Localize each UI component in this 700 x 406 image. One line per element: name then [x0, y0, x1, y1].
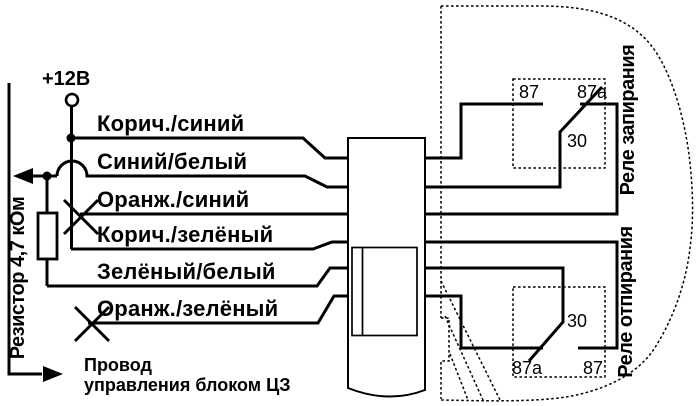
x-cut-icon [73, 305, 111, 343]
control-wire-caption-line1: Провод [84, 355, 153, 375]
wire-label: Корич./зелёный [97, 222, 273, 247]
cut-marks [62, 198, 111, 343]
unlock-relay-pin-87: 87 [583, 358, 603, 378]
wire-label: Оранж./зелёный [97, 296, 278, 321]
wire-zelenyi-belyi [47, 266, 349, 288]
lock-relay-87-wire [424, 102, 543, 160]
resistor-label: Резистор 4,7 кОм [7, 197, 29, 360]
unlock-relay-pin-30: 30 [567, 311, 587, 331]
hatch-line [440, 280, 501, 401]
unlock-relay-87a-wire [424, 294, 543, 350]
harness-wires [47, 136, 349, 325]
wire-label: Зелёный/белый [97, 259, 276, 284]
wire-label: Оранж./синий [97, 187, 249, 212]
unlock-relay-87-wire [424, 240, 619, 350]
hatch-line [444, 315, 484, 401]
lock-relay-title: Реле запирания [617, 45, 639, 196]
control-wire-caption-line2: управления блоком ЦЗ [84, 375, 291, 395]
plus-12v-terminal [64, 92, 80, 108]
door-outline-curve [440, 5, 694, 402]
wire-label: Корич./синий [97, 111, 244, 136]
control-wire-arrow-icon [43, 366, 63, 382]
lock-relay-30-arm [424, 85, 604, 189]
wire-siniy-belyi [55, 159, 349, 189]
hatch-line [449, 353, 469, 401]
junction-dot [42, 171, 52, 181]
relay-wires [424, 85, 619, 362]
wire-label: Синий/белый [97, 149, 247, 174]
resistor-symbol [36, 211, 59, 261]
wire-oranzh-zelenyi [88, 294, 349, 325]
lock-relay-pin-87a: 87a [577, 82, 608, 102]
plus-12v-label: +12В [42, 68, 90, 90]
x-cut-icon [62, 198, 100, 236]
control-wire-line [7, 83, 42, 376]
lock-relay-pin-87: 87 [519, 82, 539, 102]
wire-korich-zelenyi [71, 240, 349, 251]
lock-relay-87a-wire [424, 102, 619, 216]
left-arrow-icon [13, 168, 33, 184]
unlock-relay-30-arm [424, 266, 565, 362]
wire-korich-siniy [71, 136, 349, 160]
unlock-relay-pin-87a: 87a [512, 358, 543, 378]
unlock-relay-title: Реле отпирания [615, 226, 637, 377]
unlock-relay-box [512, 286, 606, 378]
lock-relay-pin-30: 30 [567, 131, 587, 151]
door-outline [440, 5, 694, 402]
door-sill-step [440, 317, 450, 399]
